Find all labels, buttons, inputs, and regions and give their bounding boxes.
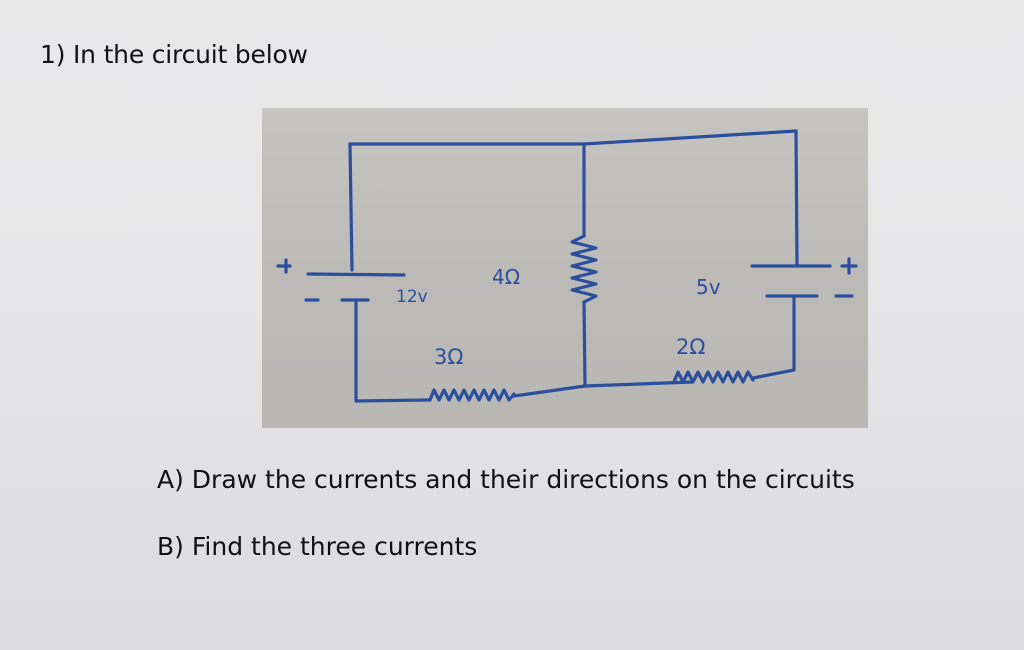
- left-lower-wire: [354, 300, 432, 403]
- left-upper-wire: [348, 142, 354, 272]
- question-title: 1) In the circuit below: [40, 40, 308, 69]
- left-battery-long-plate: [306, 272, 406, 277]
- right-upper-wire: [794, 129, 799, 266]
- circuit-photo: 12v 4Ω 5v 3Ω 2Ω: [262, 108, 868, 428]
- top-wire: [348, 129, 798, 146]
- right-battery-label: 5v: [696, 275, 721, 299]
- middle-resistor: [570, 234, 598, 304]
- middle-resistor-label: 4Ω: [492, 265, 520, 289]
- right-lower-wire: [751, 296, 796, 380]
- part-a-instruction: A) Draw the currents and their direction…: [157, 465, 855, 494]
- right-bottom-resistor: [672, 370, 755, 384]
- left-battery-label: 12v: [396, 287, 428, 307]
- left-plus-mark: [276, 258, 292, 274]
- bottom-middle-wire: [512, 380, 694, 398]
- right-plus-mark: [840, 257, 858, 275]
- middle-lower-wire: [582, 300, 587, 388]
- right-bottom-resistor-label: 2Ω: [676, 335, 705, 359]
- circuit-diagram: 12v 4Ω 5v 3Ω 2Ω: [276, 129, 858, 403]
- part-b-instruction: B) Find the three currents: [157, 532, 478, 561]
- left-bottom-resistor-label: 3Ω: [434, 345, 463, 369]
- left-bottom-resistor: [428, 388, 516, 402]
